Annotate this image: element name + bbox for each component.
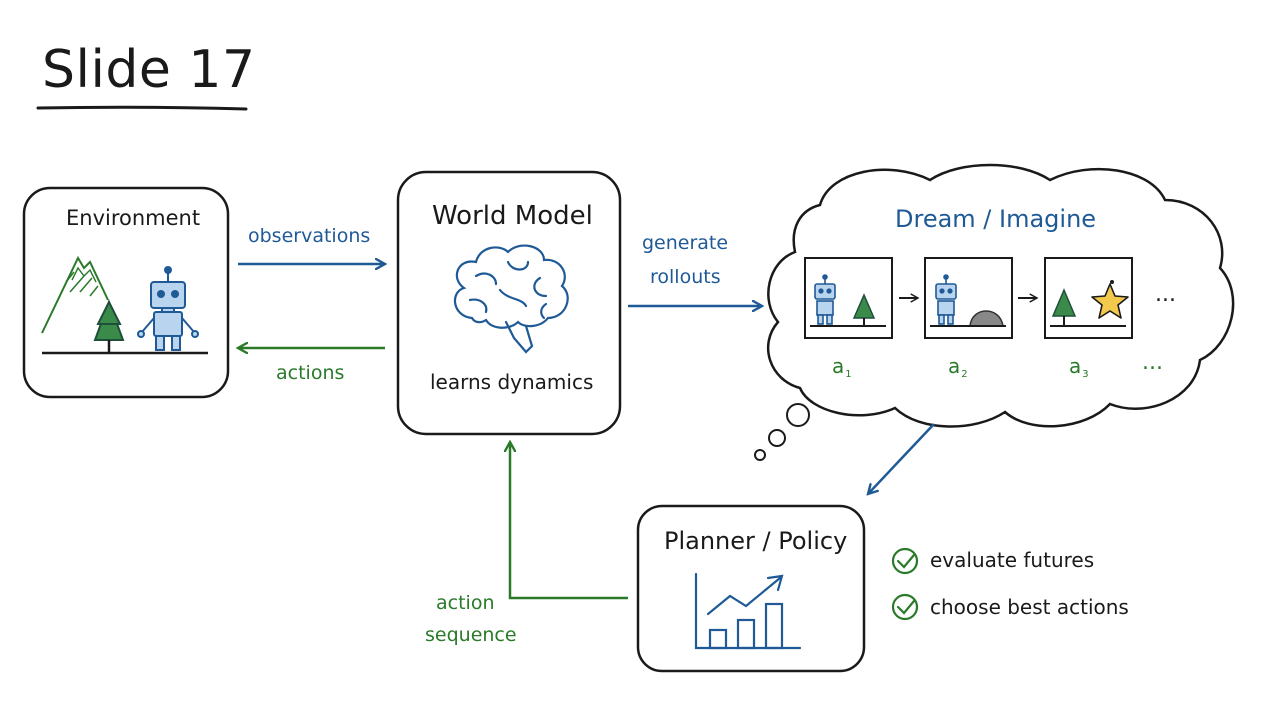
environment-box: [22, 186, 230, 399]
generate-label: generate: [642, 232, 729, 254]
more-actions-ellipsis: ...: [1142, 350, 1163, 375]
brain-icon: [454, 244, 569, 354]
action-sequence-label-2: sequence: [425, 624, 517, 646]
dream-title: Dream / Imagine: [895, 205, 1097, 233]
cloud-to-planner-arrow: [868, 423, 935, 494]
robot-icon: [137, 266, 199, 351]
check-icon-2: [891, 593, 919, 621]
action-label-1: a1: [832, 354, 852, 380]
planner-box: [636, 504, 866, 673]
title-underline: [36, 105, 248, 111]
mountain-icon: [41, 255, 109, 334]
frame2-robot-icon: [935, 274, 957, 325]
world-model-caption: learns dynamics: [430, 370, 594, 394]
action-sequence-arrow: [510, 442, 628, 600]
thought-bubble-small: [754, 449, 766, 461]
rollouts-label: rollouts: [650, 266, 721, 288]
world-model-box: [396, 170, 622, 436]
tree-icon: [93, 299, 125, 352]
frame3-star-icon: [1091, 283, 1129, 319]
slide-title: Slide 17: [42, 40, 256, 100]
thought-bubble-medium: [768, 429, 786, 447]
frame1-robot-icon: [814, 274, 836, 325]
world-model-title: World Model: [432, 201, 593, 231]
environment-title: Environment: [66, 206, 201, 230]
planner-title: Planner / Policy: [664, 527, 848, 555]
action-label-3: a3: [1069, 354, 1089, 380]
observations-label: observations: [248, 225, 371, 247]
thought-bubble-large: [786, 403, 810, 427]
action-label-2: a2: [948, 354, 968, 380]
more-frames-ellipsis: ...: [1155, 282, 1176, 307]
growth-chart-icon: [694, 572, 802, 650]
dream-cloud: [767, 163, 1235, 428]
check-icon-1: [891, 547, 919, 575]
actions-label: actions: [276, 362, 345, 384]
checklist-item-1: evaluate futures: [930, 548, 1095, 572]
frame3-tree-icon: [1051, 288, 1077, 326]
action-sequence-label-1: action: [436, 592, 495, 614]
frame1-tree-icon: [852, 293, 876, 326]
checklist-item-2: choose best actions: [930, 595, 1129, 619]
